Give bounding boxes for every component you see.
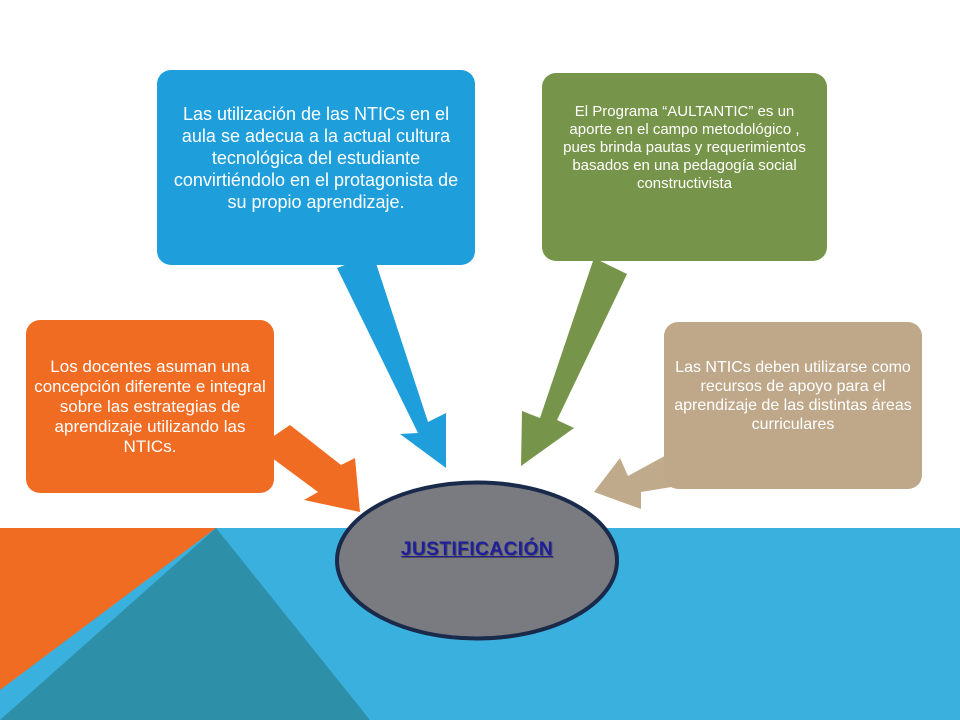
arrow-blue — [337, 254, 446, 468]
justification-box-green: El Programa “AULTANTIC” es un aporte en … — [542, 73, 827, 261]
center-ellipse — [335, 480, 619, 641]
arrow-orange — [268, 425, 360, 512]
justification-text-orange: Los docentes asuman una concepción difer… — [34, 356, 266, 456]
justification-text-blue: Las utilización de las NTICs en el aula … — [173, 103, 459, 212]
justification-text-tan: Las NTICs deben utilizarse como recursos… — [674, 358, 912, 433]
justification-text-green: El Programa “AULTANTIC” es un aporte en … — [563, 103, 806, 192]
center-title: JUSTIFICACIÓN — [400, 539, 554, 560]
arrow-green — [521, 258, 627, 466]
teal-corner-triangle — [0, 528, 370, 720]
justification-box-tan: Las NTICs deben utilizarse como recursos… — [664, 322, 922, 489]
justification-box-orange: Los docentes asuman una concepción difer… — [26, 320, 274, 493]
justification-box-blue: Las utilización de las NTICs en el aula … — [157, 70, 475, 265]
orange-corner-triangle — [0, 528, 216, 690]
